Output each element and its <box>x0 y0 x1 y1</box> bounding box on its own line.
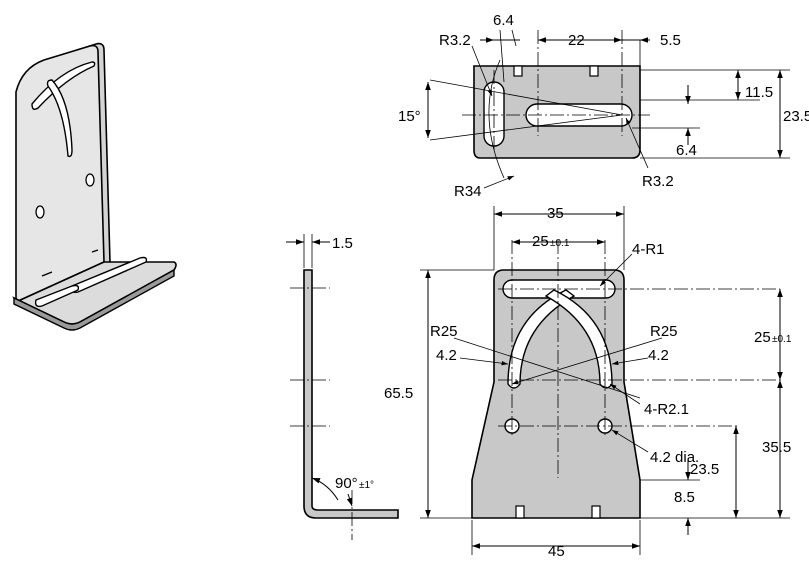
front-4-2-right-label: 4.2 <box>648 347 669 364</box>
top-22-label: 22 <box>568 32 585 49</box>
front-25-right-tol: ±0.1 <box>772 334 792 345</box>
front-23-5-label: 23.5 <box>690 461 719 478</box>
front-8-5-label: 8.5 <box>674 489 695 506</box>
top-r32-label: R3.2 <box>439 32 471 49</box>
top-6-4b-label: 6.4 <box>676 142 697 159</box>
front-65-5-label: 65.5 <box>384 385 413 402</box>
front-r25-right-label: R25 <box>650 323 678 340</box>
front-r1-label: 4-R1 <box>632 241 665 258</box>
front-25-right-label: 25 <box>754 329 771 346</box>
top-r34-label: R34 <box>454 183 482 200</box>
side-view: 1.5 90° ±1° <box>286 234 399 540</box>
top-6-4-label: 6.4 <box>493 12 514 29</box>
front-4-2-left-label: 4.2 <box>436 347 457 364</box>
top-r32b-label: R3.2 <box>642 173 674 190</box>
front-view: 35 25 ±0.1 4-R1 R25 R25 4.2 4.2 65.5 25 … <box>384 205 792 560</box>
front-45-label: 45 <box>548 543 565 560</box>
top-view: R3.2 6.4 22 5.5 11.5 23.5 15° 6.4 R3.2 R… <box>398 12 809 200</box>
front-25-top-label: 25 <box>532 233 549 250</box>
front-r21-label: 4-R2.1 <box>644 401 689 418</box>
isometric-view <box>12 42 177 331</box>
front-r25-left-label: R25 <box>430 323 458 340</box>
front-25-top-tol: ±0.1 <box>550 238 570 249</box>
side-angle-label: 90° <box>335 475 358 492</box>
top-5-5-label: 5.5 <box>660 32 681 49</box>
front-hole-dia-label: 4.2 dia. <box>650 449 699 466</box>
side-1-5-label: 1.5 <box>332 235 353 252</box>
top-angle-label: 15° <box>398 108 421 125</box>
top-23-5-label: 23.5 <box>783 108 809 125</box>
front-35-label: 35 <box>547 205 564 222</box>
top-11-5-label: 11.5 <box>745 84 773 101</box>
front-35-5-label: 35.5 <box>762 439 791 456</box>
side-angle-tol: ±1° <box>359 480 374 491</box>
